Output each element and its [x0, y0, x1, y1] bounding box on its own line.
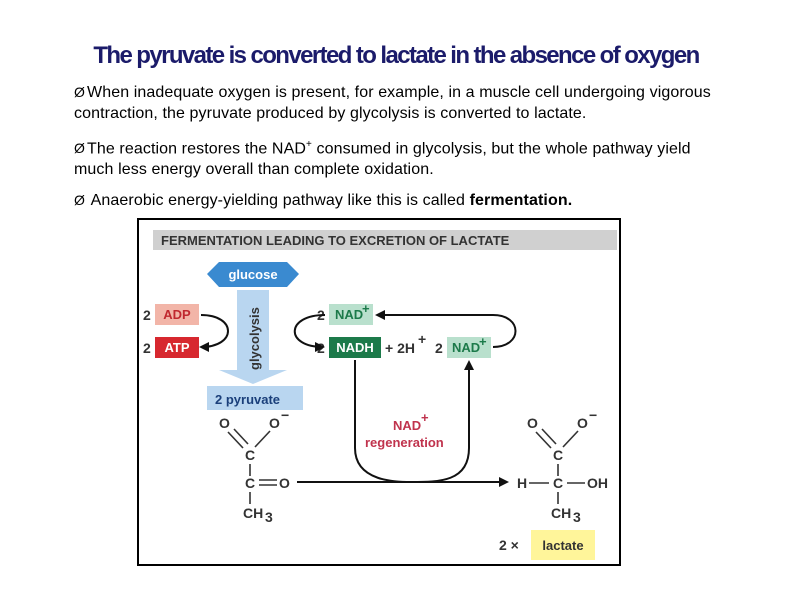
lactate-bond: [541, 428, 557, 445]
figure-heading: FERMENTATION LEADING TO EXCRETION OF LAC…: [161, 233, 510, 248]
lactate-bond: [562, 430, 579, 448]
nad-right-label: NAD: [452, 340, 480, 355]
plus-2h: + 2H: [385, 340, 415, 356]
nad-regeneration-label-2: regeneration: [365, 435, 444, 450]
glucose-label: glucose: [228, 267, 277, 282]
nad-regeneration-plus: +: [421, 410, 429, 425]
nad-right-plus: +: [479, 334, 487, 349]
nad-regeneration-arrow: [354, 360, 474, 484]
atp-label: ATP: [164, 340, 189, 355]
lactate-o-right: O: [577, 415, 588, 431]
pyruvate-label: 2 pyruvate: [215, 392, 280, 407]
bullet-bold-term: fermentation.: [469, 192, 573, 210]
adp-box: [155, 304, 199, 325]
nadh-coefficient: 2: [317, 340, 325, 356]
bullet-text: When inadequate oxygen is present, for e…: [74, 84, 711, 122]
bullet-text: Anaerobic energy-yielding pathway like t…: [87, 192, 470, 210]
pyruvate-ch3-sub: 3: [265, 509, 273, 525]
fermentation-figure: FERMENTATION LEADING TO EXCRETION OF LAC…: [137, 218, 621, 566]
pyruvate-ch3: CH: [243, 505, 263, 521]
lactate-c2: C: [553, 475, 563, 491]
lactate-o-left: O: [527, 415, 538, 431]
lactate-bond: [535, 431, 552, 449]
pyruvate-o-keto: O: [279, 475, 290, 491]
pyruvate-bond: [233, 428, 249, 445]
bullet-arrow-icon: Ø: [74, 84, 85, 100]
nad-top-box: [329, 304, 373, 325]
adp-label: ADP: [163, 307, 191, 322]
lactate-ch3-sub: 3: [573, 509, 581, 525]
lactate-multiplier: 2 ×: [499, 537, 519, 553]
pyruvate-c2: C: [245, 475, 255, 491]
pyruvate-bond: [227, 431, 244, 449]
fermentation-diagram: FERMENTATION LEADING TO EXCRETION OF LAC…: [143, 230, 617, 560]
h-plus-superscript: +: [418, 331, 426, 347]
bullet-text: The reaction restores the NAD: [87, 140, 306, 158]
pyruvate-o-right: O: [269, 415, 280, 431]
bullet-text: consumed in glycolysis, but the whole pa…: [74, 140, 691, 179]
nad-right-coefficient: 2: [435, 340, 443, 356]
superscript-plus: +: [306, 139, 312, 150]
pyruvate-c1: C: [245, 447, 255, 463]
pyruvate-o-minus: −: [281, 407, 289, 423]
nad-top-label: NAD: [335, 307, 363, 322]
nad-top-plus: +: [362, 301, 370, 316]
figure-heading-bar: [153, 230, 617, 250]
nadh-box: [329, 337, 381, 358]
atp-coefficient: 2: [143, 340, 151, 356]
nad-recycle-arrow: [375, 310, 517, 348]
bullet-arrow-icon: Ø: [74, 192, 85, 209]
lactate-oh: OH: [587, 475, 608, 491]
atp-box: [155, 337, 199, 358]
pyruvate-o-left: O: [219, 415, 230, 431]
slide-title: The pyruvate is converted to lactate in …: [93, 42, 700, 69]
glucose-box: [207, 262, 299, 287]
lactate-label: lactate: [542, 538, 583, 553]
bullet-arrow-icon: Ø: [74, 140, 85, 157]
nadh-label: NADH: [336, 340, 374, 355]
glycolysis-label: glycolysis: [247, 307, 262, 370]
adp-coefficient: 2: [143, 307, 151, 323]
pyruvate-bond: [254, 430, 271, 448]
lactate-o-minus: −: [589, 407, 597, 423]
adp-atp-arrow: [199, 314, 229, 352]
bullet-item-3: Ø Anaerobic energy-yielding pathway like…: [74, 190, 734, 211]
nad-regeneration-label-1: NAD: [393, 418, 421, 433]
glycolysis-arrow: [219, 290, 287, 384]
lactate-h: H: [517, 475, 527, 491]
pyruvate-structure: O O − C C O CH 3: [219, 407, 290, 525]
lactate-structure: O O − C H C OH CH 3: [517, 407, 608, 525]
lactate-ch3: CH: [551, 505, 571, 521]
nad-right-box: [447, 337, 491, 358]
lactate-box: [531, 530, 595, 560]
lactate-c1: C: [553, 447, 563, 463]
nad-nadh-arrow: [293, 314, 326, 352]
pyruvate-box: [207, 386, 303, 410]
